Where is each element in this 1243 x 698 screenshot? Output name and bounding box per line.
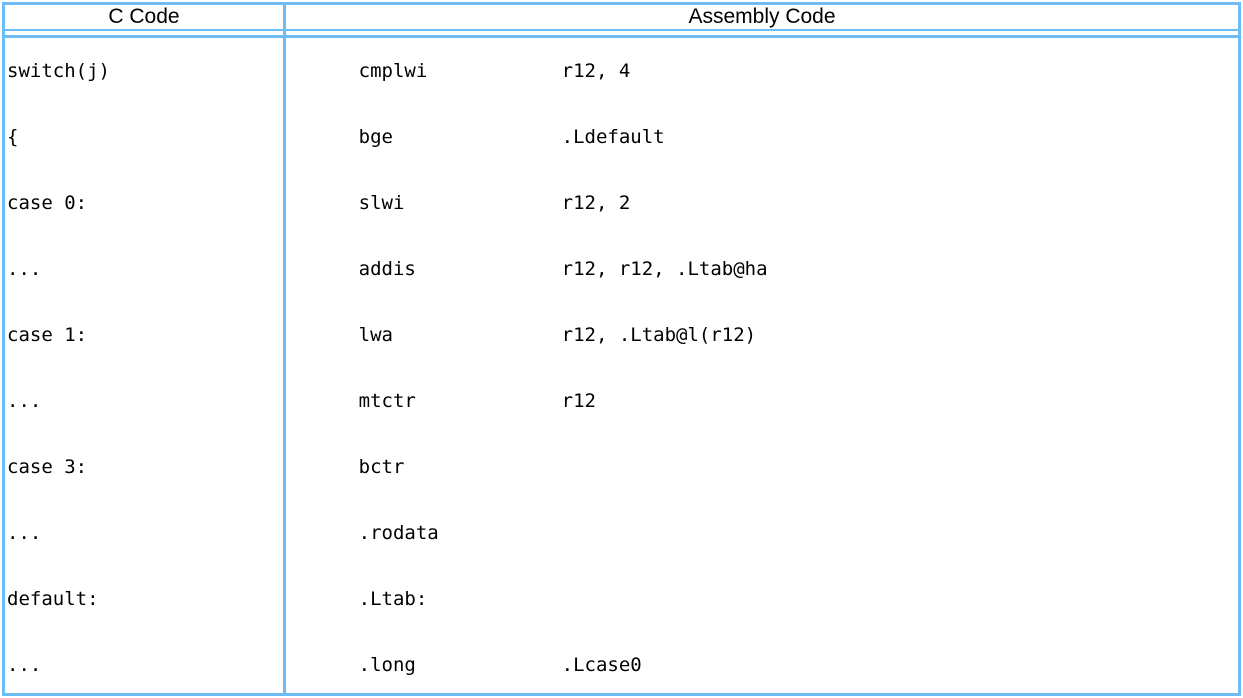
asm-mnemonic: addis [358,258,416,280]
asm-operands: r12, r12, .Ltab@ha [561,258,768,280]
assembly-cell: bctr [286,434,1238,500]
asm-mnemonic: mtctr [358,390,416,412]
asm-mnemonic: bctr [358,456,405,478]
assembly-cell: .long .Lcase0 [286,632,1238,698]
asm-operands: r12, 2 [561,192,631,214]
asm-mnemonic: .long [358,654,416,676]
assembly-cell: lwa r12, .Ltab@l(r12) [286,302,1238,368]
c-code-cell: ... [7,522,42,544]
table-row: ... .rodata [5,500,1238,566]
c-code-cell: case 1: [7,324,88,346]
column-divider [283,5,286,693]
asm-mnemonic: bge [358,126,393,148]
assembly-cell: addis r12, r12, .Ltab@ha [286,236,1238,302]
asm-mnemonic: slwi [358,192,405,214]
assembly-cell: slwi r12, 2 [286,170,1238,236]
c-code-cell: ... [7,654,42,676]
assembly-cell: .rodata [286,500,1238,566]
c-code-cell: ... [7,390,42,412]
header-separator [5,29,1238,38]
c-code-cell: ... [7,258,42,280]
assembly-cell: .Ltab: [286,566,1238,632]
column-header-c-code: C Code [108,5,180,28]
column-header-assembly-code: Assembly Code [688,5,836,28]
asm-mnemonic: lwa [358,324,393,346]
asm-mnemonic: .Ltab: [358,588,428,610]
asm-operands: .Ldefault [561,126,665,148]
table-row: switch(j) cmplwi r12, 4 [5,38,1238,104]
c-code-cell: default: [7,588,99,610]
asm-operands: .Lcase0 [561,654,642,676]
asm-mnemonic: .rodata [358,522,439,544]
c-code-cell: case 0: [7,192,88,214]
c-code-cell: { [7,126,19,148]
table-row: case 3: bctr [5,434,1238,500]
table-row: { bge .Ldefault [5,104,1238,170]
asm-operands: r12, 4 [561,60,631,82]
table-row: ... addis r12, r12, .Ltab@ha [5,236,1238,302]
assembly-cell: bge .Ldefault [286,104,1238,170]
table-body: switch(j) cmplwi r12, 4 { bge .Ldefault ca… [5,38,1238,698]
c-code-cell: switch(j) [7,60,110,82]
asm-mnemonic: cmplwi [358,60,428,82]
table-row: ... mtctr r12 [5,368,1238,434]
table-row: ... .long .Lcase0 [5,632,1238,698]
table-header: C Code Assembly Code [5,5,1238,29]
c-code-cell: case 3: [7,456,88,478]
assembly-cell: mtctr r12 [286,368,1238,434]
table-row: case 0: slwi r12, 2 [5,170,1238,236]
asm-operands: r12 [561,390,596,412]
table-row: default: .Ltab: [5,566,1238,632]
assembly-cell: cmplwi r12, 4 [286,38,1238,104]
asm-operands: r12, .Ltab@l(r12) [561,324,757,346]
table-row: case 1: lwa r12, .Ltab@l(r12) [5,302,1238,368]
